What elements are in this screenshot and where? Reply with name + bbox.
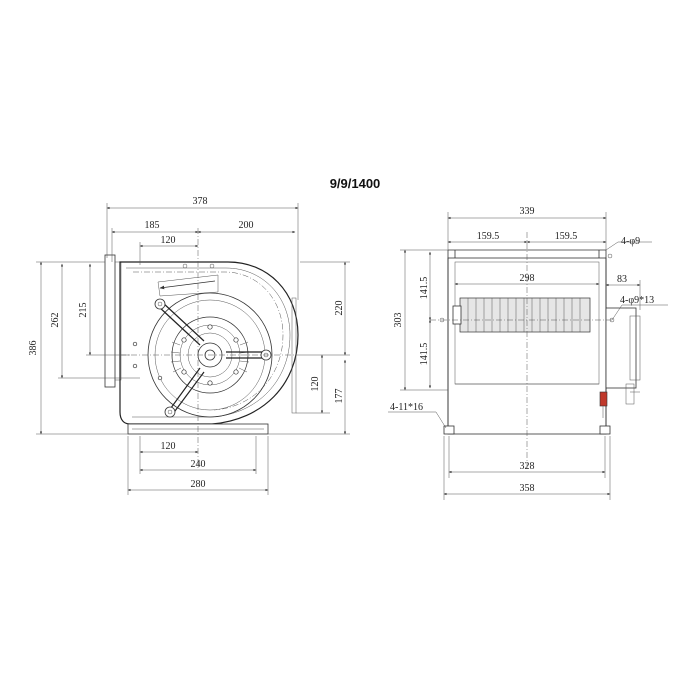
dim-200: 200 — [239, 220, 254, 231]
dim-386: 386 — [28, 341, 39, 356]
label-4-phi9: 4-φ9 — [621, 236, 640, 247]
scroll-housing — [119, 261, 299, 425]
impeller — [459, 297, 591, 333]
drawing-title: 9/9/1400 — [330, 176, 381, 191]
base-foot-left — [443, 425, 455, 435]
dim-159-5-left: 159.5 — [477, 231, 500, 242]
dim-339: 339 — [520, 206, 535, 217]
dim-185: 185 — [145, 220, 160, 231]
dim-378: 378 — [193, 196, 208, 207]
dim-177: 177 — [334, 389, 345, 404]
dim-358: 358 — [520, 483, 535, 494]
dim-83: 83 — [617, 274, 627, 285]
dim-262: 262 — [50, 313, 61, 328]
left-view — [104, 228, 300, 470]
dim-220: 220 — [334, 301, 345, 316]
dim-120-top: 120 — [161, 235, 176, 246]
support-strut-top — [157, 305, 201, 346]
base-foot-right — [599, 425, 611, 435]
motor-box — [605, 307, 637, 389]
dim-159-5-right: 159.5 — [555, 231, 578, 242]
label-4-phi9x13: 4-φ9*13 — [620, 295, 654, 306]
dim-141-5-bottom: 141.5 — [419, 343, 430, 366]
terminal-marker — [599, 391, 608, 407]
dim-120-bottom: 120 — [161, 441, 176, 452]
dim-240: 240 — [191, 459, 206, 470]
right-view-dimensions: 339 159.5 159.5 4-φ9 298 83 4-φ9*13 303 … — [388, 206, 668, 500]
dim-215: 215 — [78, 303, 89, 318]
label-4-11x16: 4-11*16 — [390, 402, 423, 413]
dim-120-right: 120 — [310, 377, 321, 392]
left-view-dimensions: 378 185 200 120 386 262 215 220 120 — [28, 196, 350, 495]
right-view — [430, 232, 641, 470]
dim-303: 303 — [393, 313, 404, 328]
dim-298: 298 — [520, 273, 535, 284]
dim-328: 328 — [520, 461, 535, 472]
left-flange — [104, 254, 116, 388]
dim-141-5-top: 141.5 — [419, 277, 430, 300]
support-strut-bottom — [167, 367, 201, 413]
dim-280: 280 — [191, 479, 206, 490]
